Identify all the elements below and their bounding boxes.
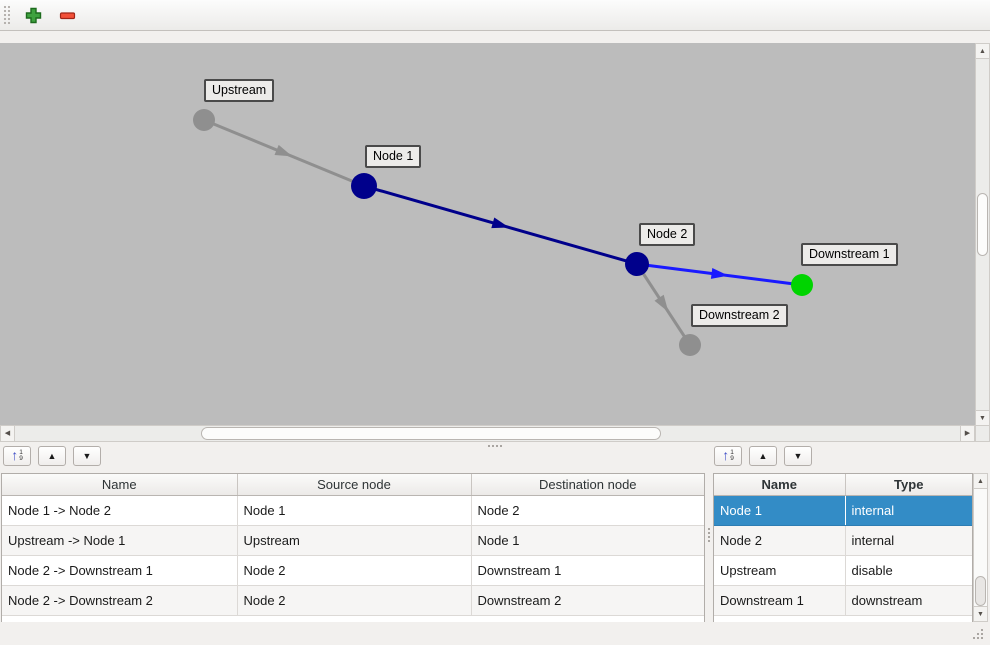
graph-node[interactable] bbox=[625, 252, 649, 276]
scroll-up-button[interactable]: ▲ bbox=[976, 44, 989, 59]
scroll-up-icon: ▲ bbox=[977, 477, 984, 485]
edge-table-cell[interactable]: Node 2 bbox=[471, 495, 704, 526]
splitter-vertical[interactable] bbox=[707, 527, 711, 543]
remove-icon bbox=[59, 11, 75, 19]
canvas-horizontal-scrollbar[interactable]: ◀ ▶ bbox=[0, 425, 975, 442]
scroll-right-button[interactable]: ▶ bbox=[960, 426, 974, 441]
node-table-cell[interactable]: Node 1 bbox=[714, 495, 846, 526]
edge-arrow-icon bbox=[491, 217, 510, 229]
node-table-column-header[interactable]: Type bbox=[845, 474, 972, 496]
scroll-down-button[interactable]: ▼ bbox=[974, 606, 987, 621]
scrollbar-corner bbox=[975, 425, 990, 442]
main-toolbar bbox=[0, 0, 990, 31]
canvas-vertical-scrollbar-thumb[interactable] bbox=[977, 193, 988, 256]
node-table-cell[interactable]: internal bbox=[845, 525, 972, 556]
edge-table-column-header[interactable]: Destination node bbox=[471, 474, 704, 496]
edge-table-column-header[interactable]: Name bbox=[2, 474, 238, 496]
node-table-scrollbar[interactable]: ▲ ▼ bbox=[973, 473, 988, 622]
move-up-icon: ▲ bbox=[47, 450, 57, 461]
graph-node-label[interactable]: Upstream bbox=[204, 79, 275, 102]
edge-move-down-button[interactable]: ▼ bbox=[73, 446, 101, 466]
graph-node-label[interactable]: Downstream 1 bbox=[801, 243, 898, 266]
move-down-icon: ▼ bbox=[793, 450, 803, 461]
window-resize-grip[interactable] bbox=[973, 629, 985, 641]
node-table-column-header[interactable]: Name bbox=[714, 474, 846, 496]
edge-table-cell[interactable]: Node 2 bbox=[237, 585, 472, 616]
edge-arrow-icon bbox=[654, 294, 669, 312]
node-table-cell[interactable]: Node 2 bbox=[714, 525, 846, 556]
canvas-vertical-scrollbar[interactable]: ▲ ▼ bbox=[975, 43, 990, 425]
edge-table-cell[interactable]: Node 1 -> Node 2 bbox=[2, 495, 238, 526]
graph-node[interactable] bbox=[791, 274, 813, 296]
graph-node-label[interactable]: Node 2 bbox=[639, 223, 696, 246]
edge-table-cell[interactable]: Upstream -> Node 1 bbox=[2, 525, 238, 556]
scroll-up-icon: ▲ bbox=[979, 47, 986, 55]
node-move-down-button[interactable]: ▼ bbox=[784, 446, 812, 466]
edge-table-cell[interactable]: Node 2 -> Downstream 2 bbox=[2, 585, 238, 616]
move-up-icon: ▲ bbox=[758, 450, 768, 461]
edge-arrow-icon bbox=[710, 268, 729, 279]
node-table-cell[interactable]: disable bbox=[845, 555, 972, 586]
graph-node-label[interactable]: Downstream 2 bbox=[691, 304, 788, 327]
scroll-down-button[interactable]: ▼ bbox=[976, 410, 989, 425]
edge-arrow-icon bbox=[274, 144, 293, 157]
scroll-down-icon: ▼ bbox=[977, 610, 984, 618]
node-table-cell[interactable]: internal bbox=[845, 495, 972, 526]
edge-table-cell[interactable]: Node 1 bbox=[237, 495, 472, 526]
toolbar-drag-handle[interactable] bbox=[3, 4, 10, 26]
edge-table-column-header[interactable]: Source node bbox=[237, 474, 472, 496]
node-table-cell[interactable]: Downstream 1 bbox=[714, 585, 846, 616]
canvas-horizontal-scrollbar-thumb[interactable] bbox=[201, 427, 661, 440]
table-empty-space bbox=[714, 616, 972, 622]
scroll-left-button[interactable]: ◀ bbox=[1, 426, 15, 441]
edge-table-cell[interactable]: Node 2 -> Downstream 1 bbox=[2, 555, 238, 586]
edge-table-cell[interactable]: Upstream bbox=[237, 525, 472, 556]
node-move-up-button[interactable]: ▲ bbox=[749, 446, 777, 466]
scroll-up-button[interactable]: ▲ bbox=[974, 474, 987, 489]
table-empty-space bbox=[2, 616, 704, 622]
edge-table-cell[interactable]: Downstream 1 bbox=[471, 555, 704, 586]
edge-table-cell[interactable]: Downstream 2 bbox=[471, 585, 704, 616]
edge-table-cell[interactable]: Node 1 bbox=[471, 525, 704, 556]
node-table-cell[interactable]: Upstream bbox=[714, 555, 846, 586]
add-icon bbox=[25, 7, 41, 23]
scroll-left-icon: ◀ bbox=[4, 430, 11, 437]
graph-node[interactable] bbox=[679, 334, 701, 356]
splitter-horizontal[interactable] bbox=[487, 444, 503, 448]
graph-node[interactable] bbox=[193, 109, 215, 131]
node-table-scrollbar-thumb[interactable] bbox=[975, 576, 986, 606]
scroll-right-icon: ▶ bbox=[964, 430, 971, 437]
edge-move-up-button[interactable]: ▲ bbox=[38, 446, 66, 466]
graph-node[interactable] bbox=[351, 173, 377, 199]
edge-table-cell[interactable]: Node 2 bbox=[237, 555, 472, 586]
add-node-button[interactable] bbox=[20, 3, 46, 27]
graph-drawing bbox=[193, 109, 813, 356]
node-table-cell[interactable]: downstream bbox=[845, 585, 972, 616]
remove-node-button[interactable] bbox=[54, 3, 80, 27]
move-down-icon: ▼ bbox=[82, 450, 92, 461]
scroll-down-icon: ▼ bbox=[979, 414, 986, 422]
graph-node-label[interactable]: Node 1 bbox=[365, 145, 422, 168]
